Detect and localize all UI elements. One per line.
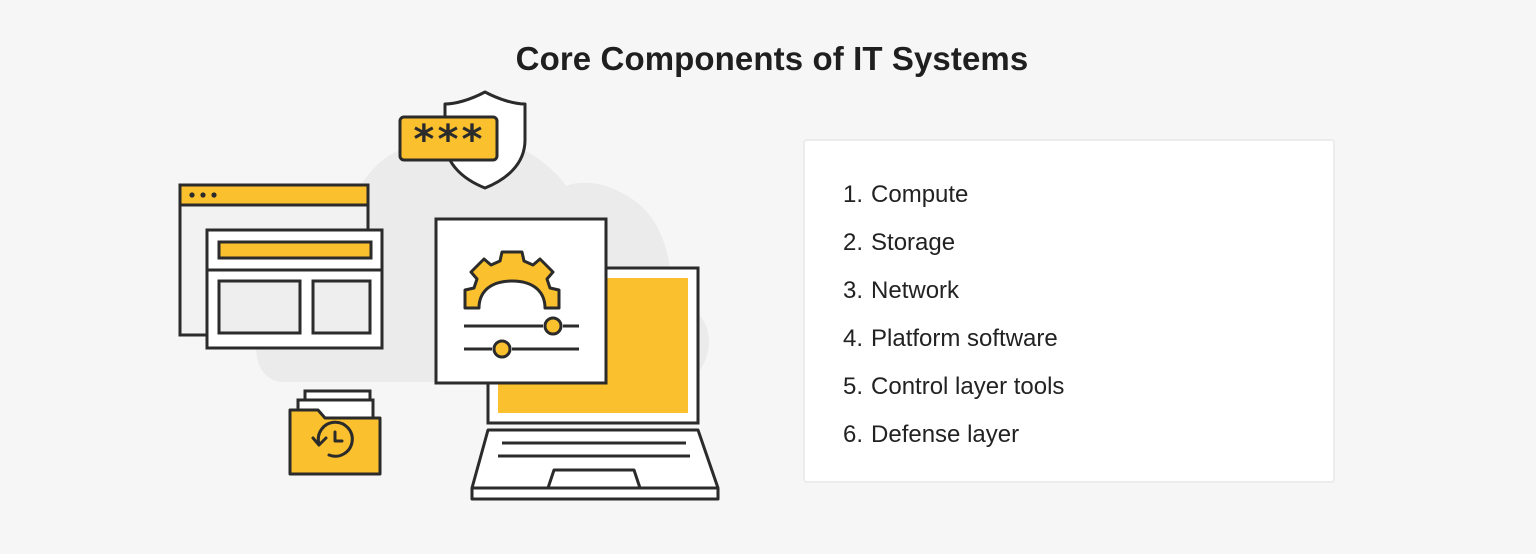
list-item-number: 1.	[843, 181, 864, 208]
window-dot-icon	[189, 192, 195, 198]
slider-icon	[464, 339, 579, 359]
list-item-label: Platform software	[871, 325, 1058, 352]
backup-folder-icon	[288, 389, 382, 476]
list-item-control-layer-tools: 5. Control layer tools	[843, 367, 1064, 415]
page-title: Core Components of IT Systems	[515, 40, 1029, 77]
list-item-storage: 2. Storage	[843, 223, 1064, 271]
list-item-platform-software: 4. Platform software	[843, 319, 1064, 367]
list-item-number: 6.	[843, 421, 864, 448]
list-item-compute: 1. Compute	[843, 175, 1064, 223]
password-field-icon: ***	[398, 115, 499, 163]
list-item-defense-layer: 6. Defense layer	[843, 415, 1064, 463]
components-list: 1. Compute 2. Storage 3. Network 4. Platform…	[843, 175, 1064, 463]
it-systems-illustration: ***	[178, 90, 720, 501]
list-item-number: 2.	[843, 229, 864, 256]
list-item-label: Network	[871, 277, 960, 304]
list-item-number: 4.	[843, 325, 864, 352]
components-list-card: 1. Compute 2. Storage 3. Network 4. Platform…	[803, 139, 1335, 483]
list-item-network: 3. Network	[843, 271, 1064, 319]
list-item-number: 3.	[843, 277, 864, 304]
list-item-label: Control layer tools	[871, 373, 1065, 400]
window-dot-icon	[200, 192, 206, 198]
window-dot-icon	[211, 192, 217, 198]
gear-icon	[463, 250, 561, 310]
list-item-label: Compute	[871, 181, 969, 208]
list-item-label: Storage	[871, 229, 956, 256]
settings-panel-icon	[434, 217, 608, 385]
slider-icon	[464, 316, 579, 336]
clock-icon	[311, 420, 354, 458]
webpage-layout-icon	[205, 228, 384, 350]
list-item-label: Defense layer	[871, 421, 1020, 448]
password-mask-text: ***	[412, 117, 484, 163]
list-item-number: 5.	[843, 373, 864, 400]
